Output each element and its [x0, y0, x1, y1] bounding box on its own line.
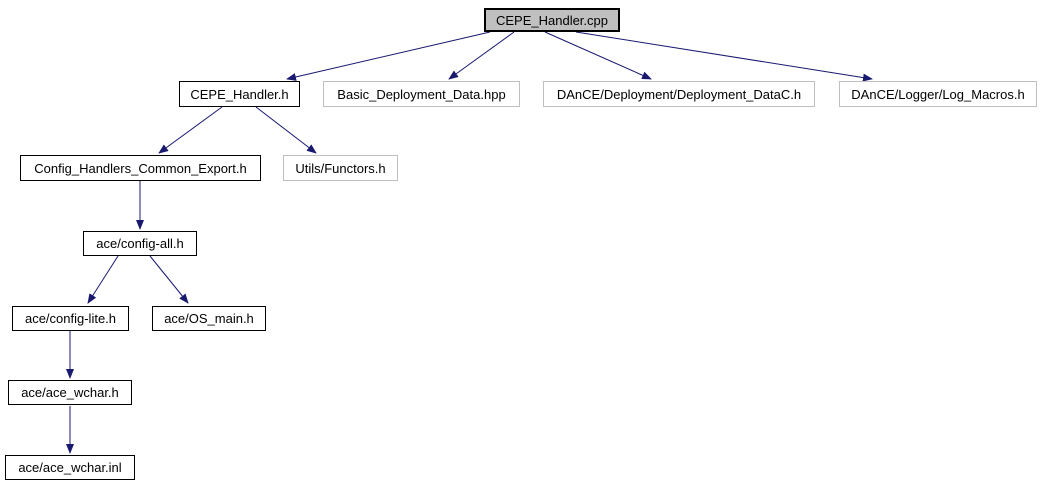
node-config-handlers-common-export-h[interactable]: Config_Handlers_Common_Export.h	[20, 155, 261, 181]
edge-cepe-handler-h-to-common-export	[158, 106, 223, 154]
edge-config-all-to-os-main	[149, 255, 189, 304]
node-cepe-handler-cpp: CEPE_Handler.cpp	[484, 8, 620, 32]
node-ace-config-lite-h[interactable]: ace/config-lite.h	[12, 306, 129, 331]
edge-cpp-to-log-macros	[575, 31, 873, 82]
node-ace-os-main-h[interactable]: ace/OS_main.h	[152, 306, 266, 331]
edge-cepe-handler-h-to-functors	[255, 106, 317, 154]
node-log-macros-h: DAnCE/Logger/Log_Macros.h	[839, 81, 1037, 107]
node-ace-ace-wchar-h[interactable]: ace/ace_wchar.h	[8, 380, 132, 405]
edge-cpp-to-cepe-handler-h	[286, 31, 491, 81]
node-deployment-datac-h: DAnCE/Deployment/Deployment_DataC.h	[543, 81, 815, 107]
node-cepe-handler-h[interactable]: CEPE_Handler.h	[179, 81, 300, 107]
edge-config-all-to-config-lite	[87, 255, 119, 304]
node-utils-functors-h: Utils/Functors.h	[283, 155, 398, 181]
edge-cpp-to-deployment-datac	[544, 31, 652, 80]
edge-cpp-to-basic-deployment-data	[448, 31, 515, 80]
node-ace-ace-wchar-inl[interactable]: ace/ace_wchar.inl	[5, 455, 135, 480]
node-ace-config-all-h[interactable]: ace/config-all.h	[83, 231, 197, 256]
node-basic-deployment-data-hpp: Basic_Deployment_Data.hpp	[323, 81, 520, 107]
